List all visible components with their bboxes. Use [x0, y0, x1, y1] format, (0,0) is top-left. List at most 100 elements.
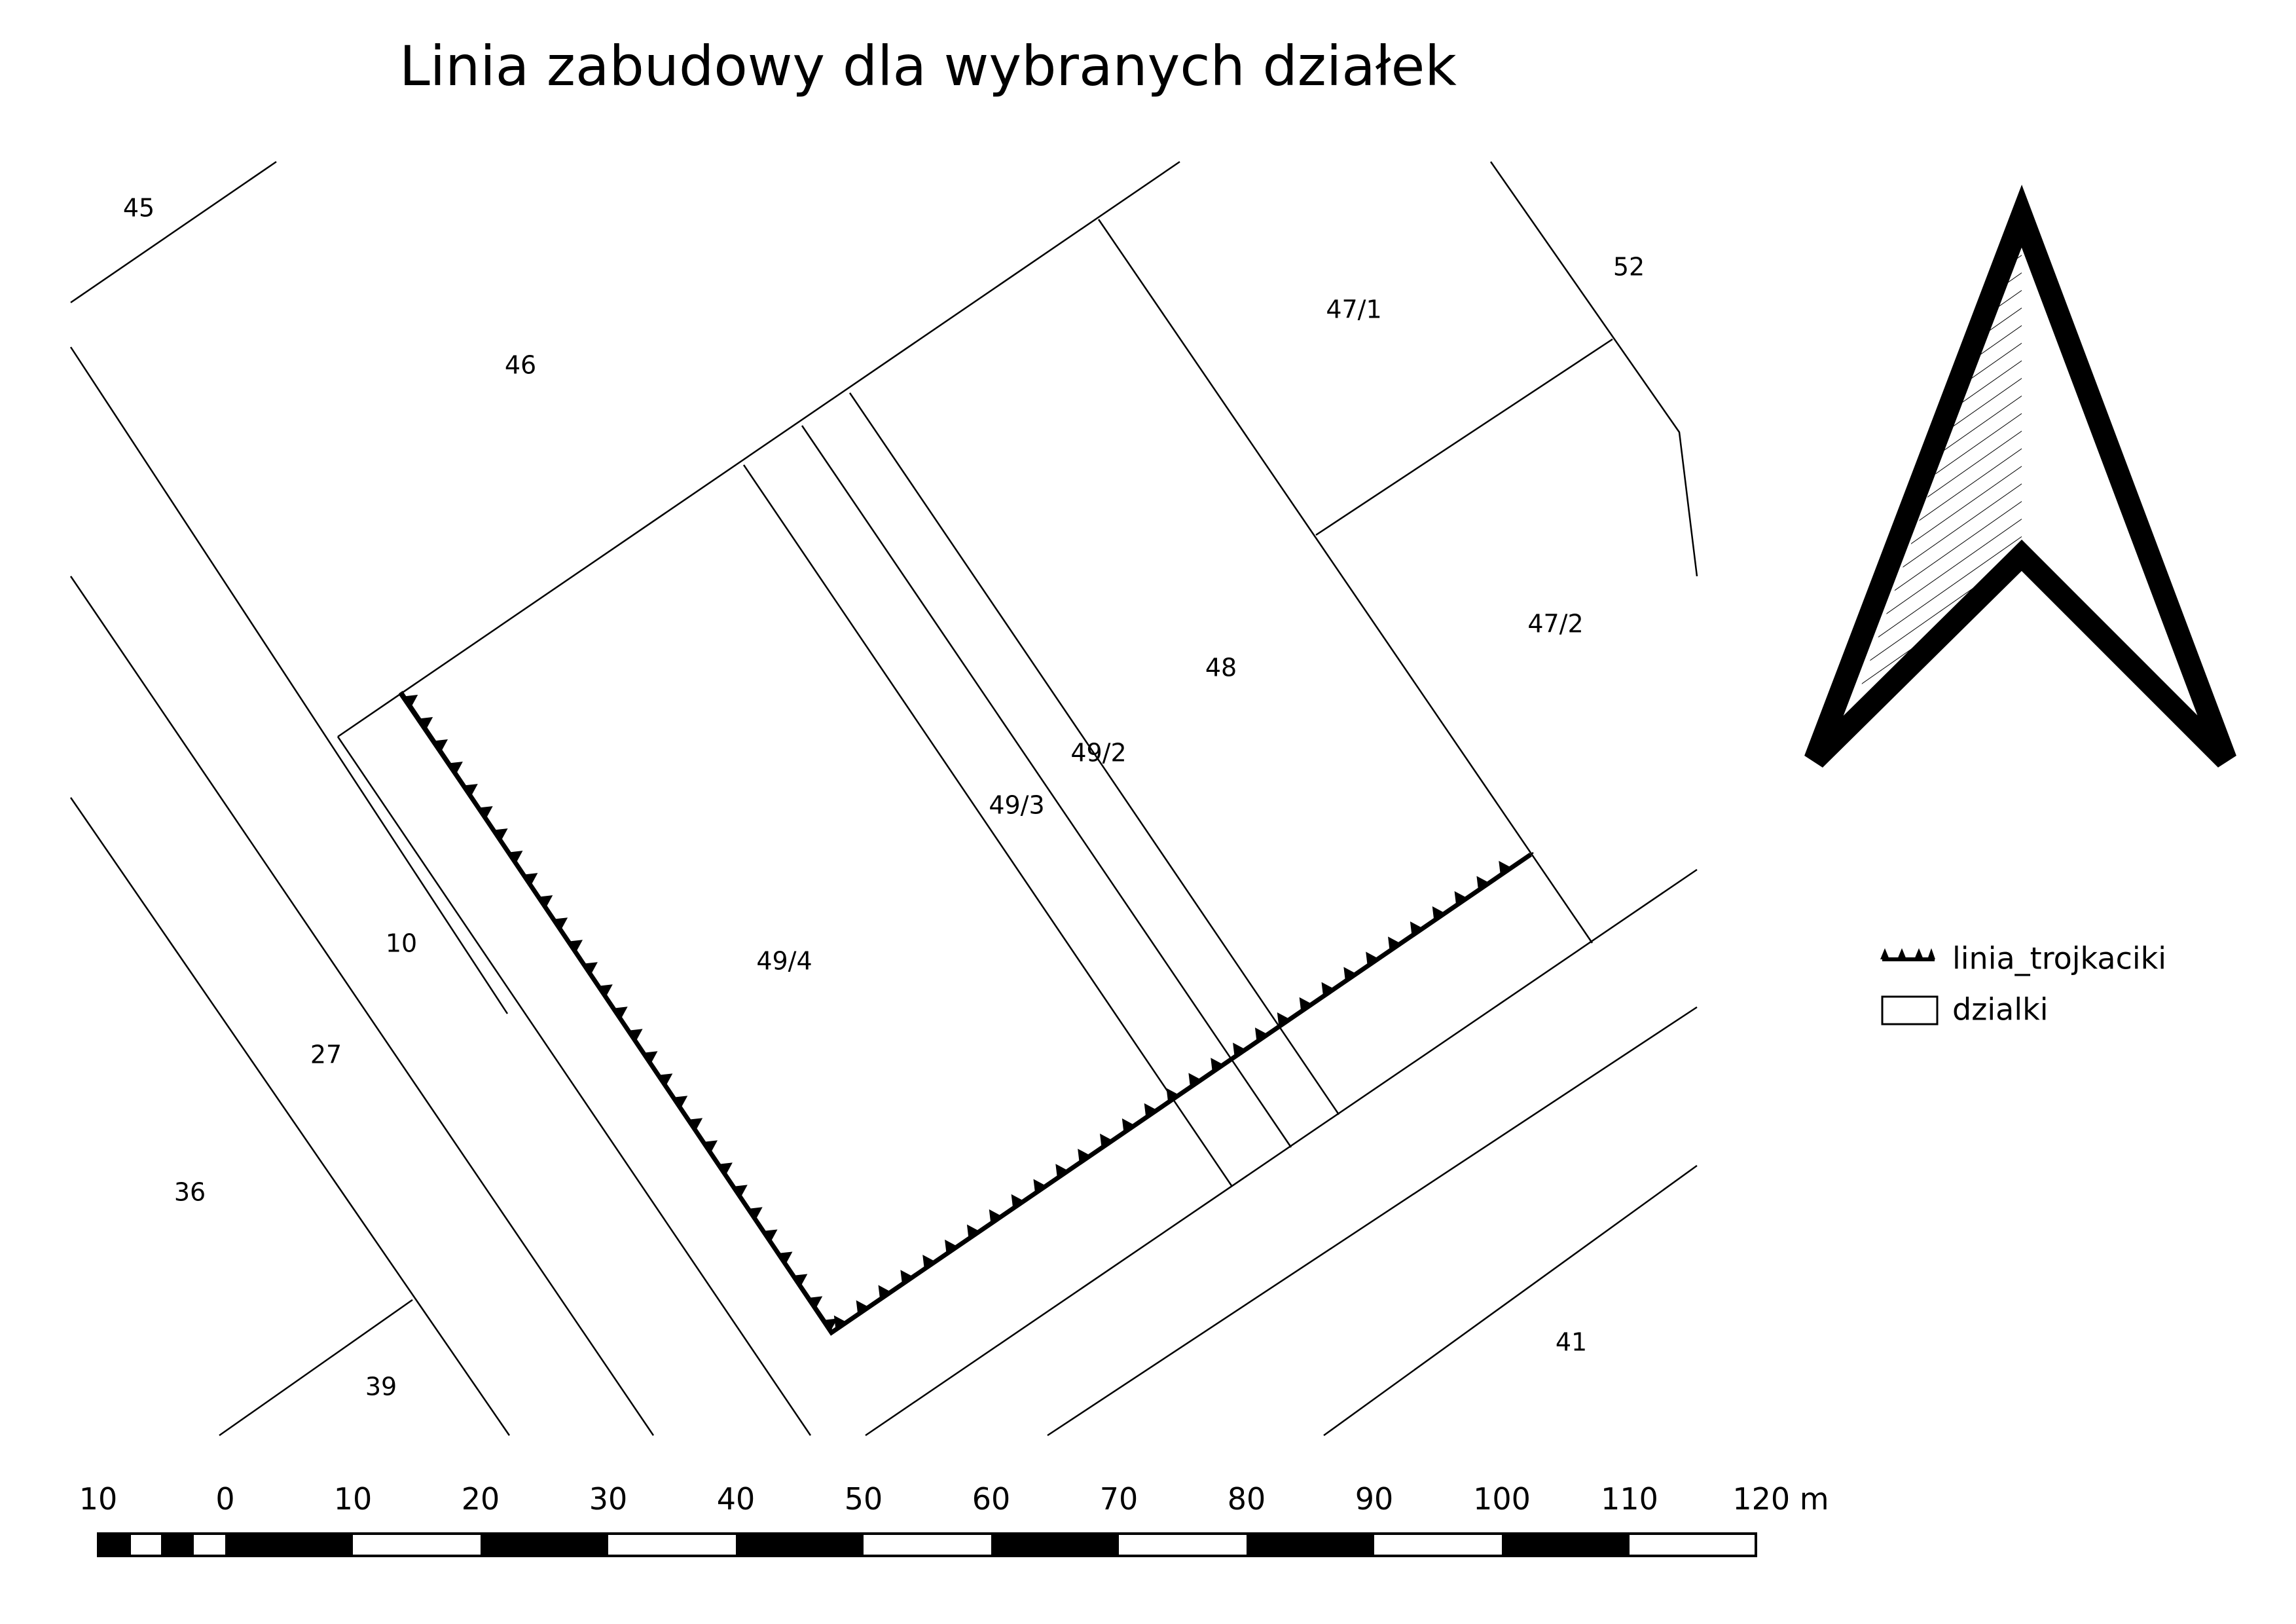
building-line-triangle	[748, 1207, 763, 1220]
parcel-label-47-1: 47/1	[1326, 295, 1381, 324]
scale-label: 40	[717, 1481, 756, 1517]
building-line-triangle	[1166, 1088, 1180, 1103]
building-line-triangle	[1432, 906, 1446, 921]
building-line-triangle	[463, 784, 478, 797]
building-line-triangle	[433, 739, 448, 752]
parcel-label-46: 46	[505, 351, 536, 380]
building-line-triangle	[493, 828, 508, 841]
parcel-label-45: 45	[123, 194, 155, 223]
boundary-line	[1315, 338, 1613, 536]
parcel-label-10: 10	[386, 929, 417, 958]
building-line-triangle	[733, 1185, 748, 1198]
building-line-triangle	[583, 962, 598, 975]
parcel-boundaries	[69, 160, 1698, 1437]
scale-label: 100	[1473, 1481, 1531, 1517]
building-line-triangle	[1321, 982, 1334, 997]
legend-line-symbol	[1880, 948, 1935, 961]
building-line-triangle	[808, 1296, 823, 1309]
building-line-triangle	[763, 1229, 778, 1242]
parcel-labels: 45 46 47/1 52 47/2 48 49/2 49/3 49/4 10 …	[123, 194, 1645, 1401]
building-line-triangle	[1033, 1179, 1046, 1194]
building-line-triangle	[418, 717, 433, 730]
legend-line-label: linia_trojkaciki	[1952, 941, 2166, 976]
building-line-triangle	[1188, 1073, 1201, 1088]
building-line-triangle	[945, 1240, 958, 1254]
boundary-line	[70, 160, 277, 304]
boundary-line	[1489, 161, 1698, 577]
parcel-label-39: 39	[365, 1373, 397, 1401]
building-line-triangle	[1011, 1194, 1025, 1209]
boundary-line	[848, 392, 1340, 1115]
building-line-triangle	[703, 1140, 718, 1153]
building-line-triangle	[1121, 1118, 1135, 1133]
parcel-label-36: 36	[174, 1178, 206, 1207]
north-arrow-icon	[1804, 184, 2236, 768]
map-title: Linia zabudowy dla wybranych działek	[399, 34, 1457, 98]
building-line-triangle	[1388, 936, 1401, 951]
boundary-line	[337, 160, 1180, 738]
boundary-line	[1530, 852, 1534, 855]
scale-label: 120 m	[1732, 1481, 1829, 1517]
parcel-label-47-2: 47/2	[1527, 610, 1583, 638]
building-line-triangle	[1454, 891, 1468, 906]
building-line-triangle	[673, 1096, 688, 1109]
building-line-triangle	[823, 1318, 838, 1331]
legend-parcel-label: dzialki	[1952, 992, 2049, 1027]
boundary-line	[742, 464, 1233, 1187]
building-line-triangle	[523, 873, 538, 886]
scale-label: 70	[1100, 1481, 1139, 1517]
building-line-path	[399, 691, 1532, 1336]
scale-label: 20	[462, 1481, 500, 1517]
scale-label: 110	[1601, 1481, 1658, 1517]
building-line-triangle	[793, 1274, 808, 1287]
building-line-triangle	[1410, 921, 1423, 936]
building-line-triangle	[1499, 860, 1512, 876]
parcel-label-49-2: 49/2	[1070, 739, 1126, 767]
building-line-triangle	[856, 1300, 869, 1315]
parcel-label-52: 52	[1613, 253, 1645, 282]
building-line-triangle	[922, 1255, 936, 1270]
legend-parcel-symbol	[1881, 995, 1939, 1025]
parcel-label-49-3: 49/3	[989, 791, 1044, 820]
building-line-triangle	[878, 1285, 891, 1300]
building-line-triangle	[1299, 997, 1313, 1012]
building-line-triangle	[718, 1162, 733, 1175]
boundary-line	[219, 1299, 413, 1437]
building-line-triangle	[778, 1251, 793, 1264]
boundary-line	[69, 576, 655, 1436]
building-line-triangle	[643, 1051, 658, 1064]
building-line-triangle	[1233, 1043, 1246, 1058]
building-line-triangle	[568, 940, 583, 953]
building-line-triangle	[1055, 1164, 1068, 1179]
scale-label: 10	[334, 1481, 373, 1517]
building-line-triangle	[403, 695, 418, 708]
building-line-triangle	[1144, 1103, 1157, 1118]
building-line-triangle	[1211, 1058, 1224, 1073]
building-line-triangle	[613, 1006, 628, 1020]
building-line-triangle	[1343, 967, 1357, 982]
building-line-triangle	[538, 895, 553, 908]
scale-label: 0	[215, 1481, 234, 1517]
scale-label: 50	[845, 1481, 883, 1517]
boundary-line	[801, 425, 1292, 1148]
scale-label: 60	[972, 1481, 1011, 1517]
boundary-line	[1097, 219, 1594, 944]
scale-bar: 10 0 10 20 30 40 50 60 70 80 90 100 110 …	[79, 1481, 1829, 1557]
building-line-triangle	[966, 1224, 980, 1239]
parcel-label-48: 48	[1205, 654, 1237, 682]
scale-label: 90	[1355, 1481, 1394, 1517]
building-line-triangle	[833, 1315, 847, 1330]
scale-label: 30	[589, 1481, 628, 1517]
parcel-label-41: 41	[1556, 1328, 1587, 1357]
building-line-triangle	[658, 1073, 673, 1086]
building-line-triangle	[448, 762, 463, 775]
building-line-triangle	[900, 1270, 913, 1285]
building-line-triangle	[688, 1118, 703, 1131]
boundary-line	[337, 736, 812, 1436]
scale-label: 10	[79, 1481, 118, 1517]
boundary-line	[69, 346, 509, 1014]
boundary-line	[1047, 1006, 1698, 1437]
building-line-triangle	[1078, 1149, 1091, 1164]
building-line-triangle	[508, 851, 523, 864]
